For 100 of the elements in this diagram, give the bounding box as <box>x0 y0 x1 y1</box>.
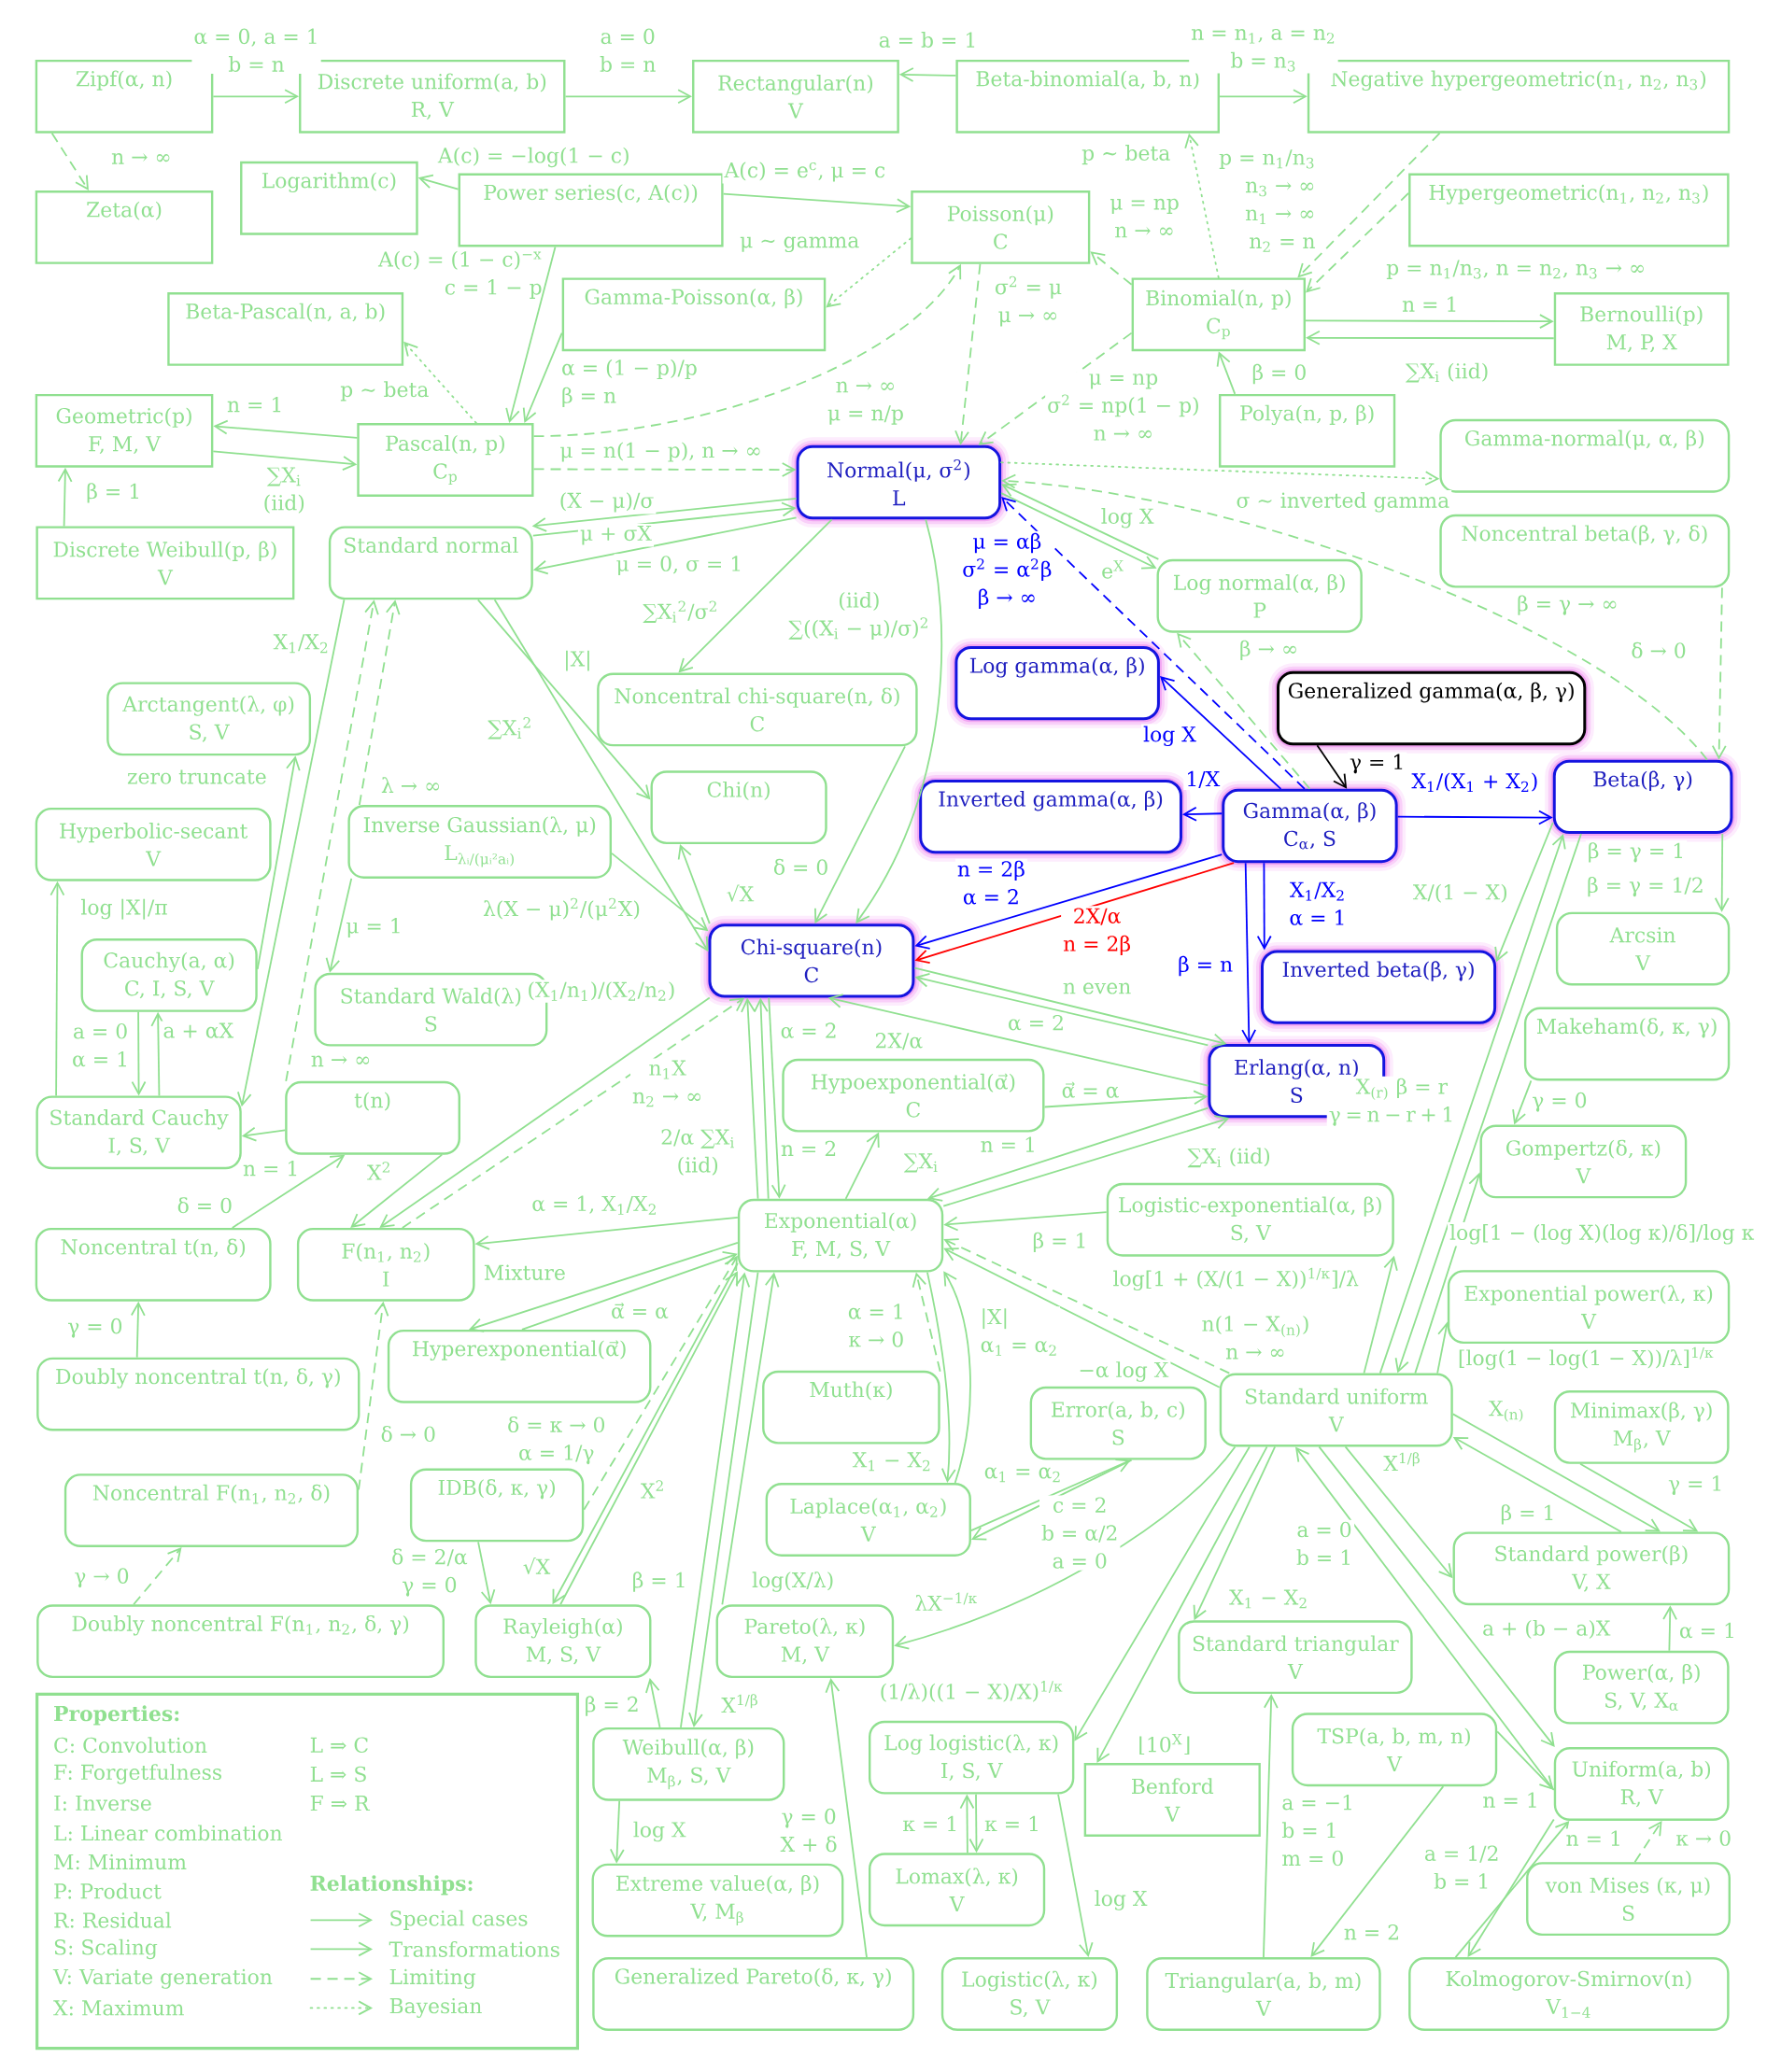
arrow <box>926 1106 1209 1202</box>
legend-text: C: Convolution <box>54 1737 207 1754</box>
arrow <box>1294 1446 1555 1791</box>
edge-label: β = γ = 1 <box>1585 840 1688 865</box>
arrow <box>644 1678 661 1728</box>
edge-label: μ = n(1 − p), n → ∞ <box>558 440 764 464</box>
arrow <box>1263 1694 1279 1958</box>
edge-label: ∑X$_{i}$ (iid) <box>1403 360 1491 385</box>
distribution-box: Logistic(λ, κ) S, V <box>940 1957 1118 2031</box>
edge-label: κ = 1 <box>900 1813 961 1834</box>
distribution-box: Makeham(δ, κ, γ) <box>1523 1007 1731 1081</box>
distribution-box: Uniform(a, b) R, V <box>1553 1747 1730 1821</box>
distribution-box: Cauchy(a, α) C, I, S, V <box>80 938 258 1012</box>
edge-label: n = 1 <box>1400 294 1461 314</box>
distribution-box: Standard uniform V <box>1219 1373 1453 1447</box>
edge-label: λ(X − μ)$^{2}$/(μ$^{2}$X) <box>480 895 643 923</box>
distribution-box: Zeta(α) <box>35 190 214 264</box>
edge-label: β = n <box>1176 953 1236 979</box>
legend-text: Limiting <box>389 1968 476 1989</box>
arrow <box>894 1445 1237 1650</box>
distribution-box: von Mises (κ, μ) S <box>1526 1862 1731 1937</box>
distribution-box: Benford V <box>1083 1763 1261 1837</box>
edge-label: γ → 0 <box>72 1566 132 1590</box>
legend-text: F: Forgetfulness <box>54 1764 221 1784</box>
edge-label: γ = 1 <box>1347 752 1407 776</box>
arrow <box>1043 1090 1209 1108</box>
arrow <box>943 1271 971 1484</box>
legend-heading: Relationships: <box>310 1875 473 1896</box>
dashed-arrow <box>532 462 797 477</box>
arrow <box>1310 1785 1445 1958</box>
edge-label: δ → 0 <box>1629 640 1689 660</box>
arrow <box>1494 822 1554 963</box>
edge-label: X$_{1}$ − X$_{2}$ <box>1227 1587 1311 1611</box>
dashed-arrow <box>1177 632 1311 790</box>
arrow <box>474 1216 739 1250</box>
edge-label: δ = 0 <box>770 856 831 877</box>
edge-label: Mixture <box>481 1262 568 1283</box>
edge-label: γ = 0 X + δ <box>778 1806 840 1854</box>
edge-label: a + αX <box>161 1021 236 1041</box>
edge-label: (X − μ)/σ <box>557 490 657 514</box>
edge-label: a = b = 1 <box>876 30 980 49</box>
distribution-box: Gamma-normal(μ, α, β) <box>1439 418 1731 493</box>
distribution-box: Hyperexponential(α⃗) <box>387 1329 652 1403</box>
arrow <box>1662 1605 1677 1652</box>
edge-label: β → ∞ <box>1237 638 1301 662</box>
distribution-box: Hypergeometric(n$_{1}$, n$_{2}$, n$_{3}$) <box>1408 173 1730 247</box>
edge-label: p = n$_{1}$/n$_{3}$ n$_{3}$ → ∞ n$_{1}$ → ∞ n$_{2}$ = n <box>1217 148 1318 254</box>
dashed-arrow <box>358 599 401 806</box>
legend-text: V: Variate generation <box>52 1968 273 1989</box>
edge-label: a = 0 b = n <box>597 26 658 74</box>
arrow <box>350 1153 444 1228</box>
dashed-arrow <box>1305 192 1409 293</box>
arrow <box>532 516 798 575</box>
arrow <box>1454 1820 1570 1958</box>
edge-label: |X| <box>561 648 594 673</box>
arrow <box>1181 806 1223 822</box>
arrow <box>1467 1818 1555 1958</box>
distribution-box: Exponential(α) F, M, S, V <box>737 1198 944 1273</box>
edge-label: β = 1 <box>84 481 144 505</box>
edge-label: n = 1 <box>240 1158 302 1178</box>
arrow <box>1436 1321 1452 1374</box>
edge-label: A(c) = −log(1 − c) <box>435 145 632 170</box>
arrow <box>678 518 833 673</box>
distribution-box: Log normal(α, β) P <box>1156 558 1363 633</box>
edge-label: log[1 + (X/(1 − X))$^{1/κ}$]/λ <box>1110 1265 1361 1292</box>
arrow <box>1714 833 1730 912</box>
arrow <box>1579 1462 1699 1532</box>
arrow <box>1378 834 1566 1374</box>
arrow <box>968 1793 984 1854</box>
edge-label: X$_{1}$/X$_{2}$ α = 1 <box>1287 880 1349 928</box>
edge-label: X$_{1}$ − X$_{2}$ <box>850 1450 934 1473</box>
dotted-arrow <box>1184 133 1220 279</box>
arrow <box>1512 1079 1533 1125</box>
legend-text: L: Linear combination <box>54 1825 282 1841</box>
arrow <box>505 246 557 424</box>
edge-label: α = 0, a = 1 b = n <box>191 26 321 74</box>
edge-label: μ ∼ gamma <box>738 234 862 255</box>
edge-label: δ = 0 <box>175 1195 235 1216</box>
edge-label: λ → ∞ <box>378 775 444 795</box>
edge-label: δ = 2/α γ = 0 <box>389 1546 470 1599</box>
edge-label: μ = np n → ∞ <box>1108 196 1181 240</box>
edge-label: a + (b − a)X <box>1480 1617 1613 1641</box>
edge-label: log X <box>1092 1888 1150 1912</box>
arrow <box>476 599 651 800</box>
arrow <box>688 1271 759 1727</box>
arrow <box>379 996 711 1228</box>
edge-label: n(1 − X$_{(n)}$) n → ∞ <box>1199 1313 1312 1361</box>
distribution-box: Noncentral beta(β, γ, δ) <box>1439 514 1731 588</box>
legend-text: Bayesian <box>389 1997 482 2018</box>
arrow <box>236 599 346 1107</box>
arrow <box>1057 1793 1094 1958</box>
edge-label: μ = 1 <box>344 916 404 939</box>
arrow <box>814 745 906 924</box>
distribution-box: Pascal(n, p) C$_{p}$ <box>357 423 534 497</box>
legend-text: L ⇒ C <box>310 1737 368 1754</box>
dashed-arrow <box>1297 132 1441 278</box>
arrow <box>231 1154 346 1229</box>
edge-label: p = n$_{1}$/n$_{3}$, n = n$_{2}$, n$_{3}$ → ∞ <box>1384 258 1648 281</box>
edge-label: β = 0 <box>1250 361 1309 387</box>
distribution-box: Negative hypergeometric(n$_{1}$, n$_{2}$, n$_{3}$) <box>1307 59 1731 134</box>
